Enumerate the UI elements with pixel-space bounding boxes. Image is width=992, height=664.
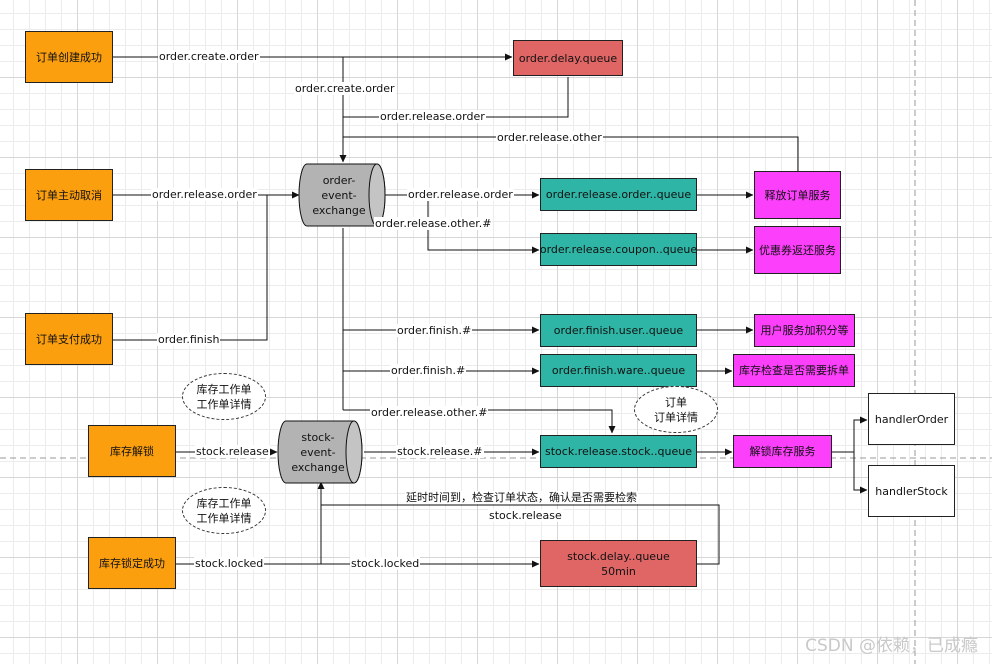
label-finish-route: order.finish — [157, 333, 221, 346]
label-finish-hash-2: order.finish.# — [390, 364, 467, 377]
order-exchange-cylinder — [298, 163, 386, 227]
queue-order-delay: order.delay.queue — [513, 40, 623, 76]
label-stock-release-hash: stock.release.# — [396, 445, 484, 458]
service-release-order: 释放订单服务 — [754, 171, 841, 219]
label-release-order: order.release.order — [379, 110, 486, 123]
handler-order: handlerOrder — [868, 393, 955, 445]
service-user-points: 用户服务加积分等 — [754, 314, 855, 347]
label-finish-hash-1: order.finish.# — [396, 324, 473, 337]
order-exchange-label: order- event- exchange — [312, 173, 366, 217]
source-stock-locked: 库存锁定成功 — [88, 537, 176, 589]
source-order-paid: 订单支付成功 — [25, 313, 113, 365]
source-order-created: 订单创建成功 — [25, 31, 113, 83]
label-stock-release: stock.release — [195, 445, 270, 458]
label-release-other-hash: order.release.other.# — [374, 217, 493, 230]
source-stock-unlock: 库存解锁 — [88, 425, 176, 477]
label-stock-locked-2: stock.locked — [350, 557, 421, 570]
label-create-order-2: order.create.order — [294, 82, 396, 95]
stock-exchange-cylinder — [277, 420, 363, 484]
label-check-order-status: 延时时间到，检查订单状态，确认是否需要检索 — [405, 491, 638, 504]
service-stock-split-check: 库存检查是否需要拆单 — [733, 354, 855, 387]
handler-stock: handlerStock — [868, 465, 955, 517]
queue-release-order: order.release.order..queue — [540, 178, 697, 211]
edge-stock-delay-release — [321, 504, 720, 565]
watermark: CSDN @依赖，已成瘾 — [805, 636, 978, 656]
label-create-order: order.create.order — [158, 50, 260, 63]
label-cancel-route: order.release.order — [151, 188, 258, 201]
queue-finish-user: order.finish.user..queue — [540, 314, 697, 347]
queue-release-coupon: order.release.coupon..queue — [540, 233, 697, 266]
label-stock-locked: stock.locked — [194, 557, 265, 570]
stock-exchange-label: stock- event- exchange — [291, 430, 345, 474]
label-release-other-hash-2: order.release.other.# — [370, 406, 489, 419]
queue-finish-ware: order.finish.ware..queue — [540, 354, 697, 387]
queue-release-stock: stock.release.stock..queue — [540, 435, 697, 468]
label-stock-release-back: stock.release — [488, 509, 563, 522]
queue-stock-delay: stock.delay..queue 50min — [540, 540, 697, 587]
note-order-detail: 订单 订单详情 — [634, 386, 718, 433]
edge-paid-to-exchange — [113, 195, 268, 341]
source-order-cancel: 订单主动取消 — [25, 169, 113, 221]
service-unlock-stock: 解锁库存服务 — [733, 435, 832, 468]
edge-exchange-to-coupon-queue — [427, 195, 540, 254]
note-stock-worksheet-bottom: 库存工作单 工作单详情 — [182, 487, 266, 534]
label-to-release-queue: order.release.order — [407, 188, 514, 201]
label-release-other: order.release.other — [496, 131, 603, 144]
note-stock-worksheet-top: 库存工作单 工作单详情 — [182, 373, 266, 420]
edge-unlock-to-handler-order — [832, 416, 868, 453]
edge-unlock-to-handler-stock — [853, 452, 868, 494]
edge-release-other-loop — [343, 136, 799, 171]
service-coupon-return: 优惠券返还服务 — [754, 226, 841, 274]
